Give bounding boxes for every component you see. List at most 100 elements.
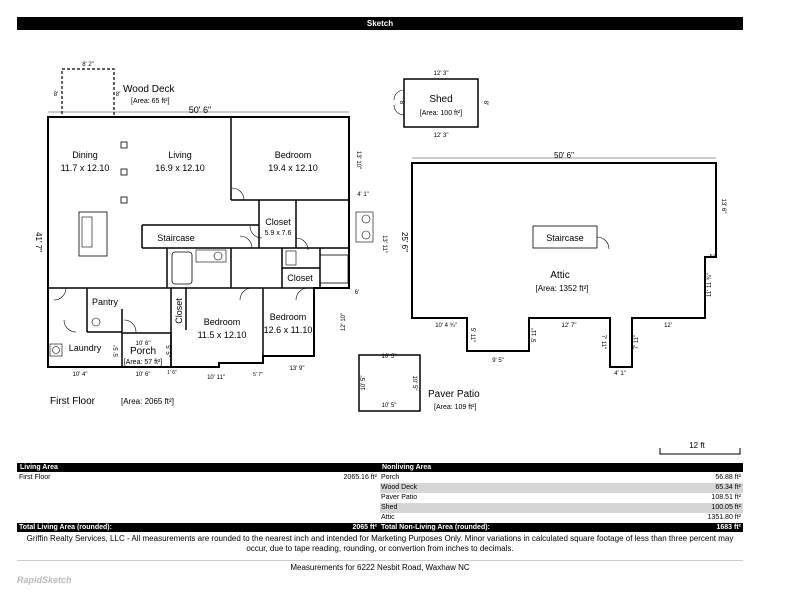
nonliving-row-label: Wood Deck (381, 484, 418, 491)
dim-right1: 13' 10" (355, 151, 361, 169)
dim-bottom4: 13' 9" (290, 366, 305, 372)
room-bedroom3-size: 12.6 x 11.10 (264, 325, 313, 335)
dim-bottom3: 10' 11" (207, 375, 225, 381)
dim-porch-left: 5' 5" (114, 345, 120, 357)
dim-porch-right: 5' 5" (164, 345, 170, 357)
room-bedroom1-size: 19.4 x 12.10 (268, 163, 318, 173)
room-closet1-label: Closet (265, 217, 291, 227)
attic-dim-b7: 4' 1" (614, 371, 626, 377)
room-closet2-label: Closet (287, 273, 313, 283)
shed-dim-right: 8' (482, 101, 488, 105)
paver-dim-left: 10' 5" (361, 376, 367, 391)
attic-area: [Area: 1352 ft²] (536, 284, 589, 293)
kitchen-sink (81, 216, 93, 248)
sink (213, 251, 223, 261)
attic-dim-b8: 7' 11" (634, 335, 640, 350)
room-pantry-label: Pantry (92, 297, 119, 307)
living-row-value: 2065.16 ft² (343, 474, 377, 481)
living-area-header: Living Area (17, 463, 380, 472)
toilet (285, 250, 297, 266)
attic-dim-b3: 9' 5" (492, 358, 504, 364)
room-living-label: Living (168, 150, 192, 160)
porch-outline (121, 332, 172, 368)
room-closet1-size: 5.9 x 7.6 (265, 230, 292, 237)
room-staircase-label: Staircase (157, 233, 195, 243)
sketch-title-bar: Sketch (17, 17, 743, 30)
attic-dim-r2: 2' (708, 254, 714, 258)
attic-dim-b5: 12' 7" (562, 323, 577, 329)
dim-bottom2: 10' 6" (136, 372, 151, 378)
attic-label: Attic (550, 270, 569, 281)
door-swings (53, 187, 309, 333)
pantry-sink (91, 317, 101, 327)
wood-deck-outline (61, 68, 115, 118)
shed-dim-top: 12' 3" (434, 71, 449, 77)
nonliving-row-value: 56.88 ft² (715, 474, 741, 481)
shed-label: Shed (429, 94, 452, 105)
paver-patio-outline (358, 354, 421, 412)
address-text: Measurements for 6222 Nesbit Road, Waxha… (17, 560, 743, 572)
laundry-machine (49, 343, 63, 357)
rapidsketch-logo: RapidSketch (17, 575, 72, 585)
shed-outline (403, 78, 479, 128)
nonliving-row-label: Attic (381, 514, 395, 521)
attic-dim-top: 50' 6" (554, 151, 574, 160)
room-bedroom2-label: Bedroom (204, 317, 241, 327)
dim-right2: 4' 1" (357, 192, 369, 198)
living-total-label: Total Living Area (rounded): (19, 524, 112, 531)
dim-right5: 12' 10" (341, 313, 347, 331)
paver-dim-top: 10' 5" (382, 354, 397, 360)
dim-bottom1: 10' 4" (73, 372, 88, 378)
nonliving-row-value: 108.51 ft² (711, 494, 741, 501)
shed-dim-left: 8' (398, 101, 404, 105)
shed-area: [Area: 100 ft²] (420, 110, 462, 117)
room-porch-label: Porch (130, 346, 156, 357)
attic-dim-b1: 10' 4 ¾" (435, 323, 457, 329)
attic-dim-left: 25' 6" (400, 232, 409, 252)
living-row-label: First Floor (19, 474, 51, 481)
columns (120, 141, 128, 204)
shed-dim-bottom: 12' 3" (434, 133, 449, 139)
vanity (195, 249, 227, 263)
shower (319, 254, 349, 284)
nonliving-total-label: Total Non-Living Area (rounded): (381, 524, 490, 531)
dim-top: 50' 6" (189, 105, 211, 115)
paver-dim-bottom: 10' 5" (382, 403, 397, 409)
attic-dim-b4: 5' 11" (532, 328, 538, 343)
scale-label: 12 ft (689, 441, 705, 450)
dim-right3: 13' 11" (381, 235, 387, 253)
attic-dim-r3: 11' 11 ¾" (707, 273, 713, 297)
attic-dim-r1: 13' 6" (720, 199, 726, 214)
attic-dim-b6: 7' 11" (600, 335, 606, 350)
room-living-size: 16.9 x 12.10 (155, 163, 205, 173)
room-dining-size: 11.7 x 12.10 (61, 163, 110, 173)
paver-area: [Area: 109 ft²] (434, 404, 476, 411)
wood-deck-dim-h1: 8' (54, 92, 58, 98)
floor-plan-sketch: Dining 11.7 x 12.10 Living 16.9 x 12.10 … (34, 62, 741, 455)
nonliving-area-header: Nonliving Area (380, 463, 743, 472)
dim-small1: 1' 6" (167, 370, 177, 376)
wood-deck-area: [Area: 65 ft²] (131, 98, 170, 105)
wood-deck-label: Wood Deck (123, 84, 176, 95)
room-bedroom2-size: 11.5 x 12.10 (198, 330, 247, 340)
room-closet3-label: Closet (174, 298, 184, 324)
dim-small2: 5' 7" (253, 372, 263, 378)
dim-left: 41' 7" (34, 232, 43, 252)
room-laundry-label: Laundry (69, 343, 102, 353)
nonliving-row-value: 100.05 ft² (711, 504, 741, 511)
attic-outline (411, 162, 717, 368)
nonliving-row-label: Porch (381, 474, 400, 481)
nonliving-total-value: 1683 ft² (716, 524, 741, 531)
dimension-lines (48, 111, 716, 159)
room-dining-label: Dining (72, 150, 98, 160)
dim-right4: 6' (355, 290, 359, 296)
room-bedroom3-label: Bedroom (270, 312, 307, 322)
room-bedroom1-label: Bedroom (275, 150, 312, 160)
double-vanity (355, 211, 374, 243)
wood-deck-dim-h2: 8' (116, 92, 120, 98)
bathtub (171, 251, 193, 285)
first-floor-area: [Area: 2065 ft²] (121, 397, 174, 406)
attic-staircase-label: Staircase (546, 233, 584, 243)
first-floor-label: First Floor (50, 396, 96, 407)
interior-walls (48, 117, 349, 367)
